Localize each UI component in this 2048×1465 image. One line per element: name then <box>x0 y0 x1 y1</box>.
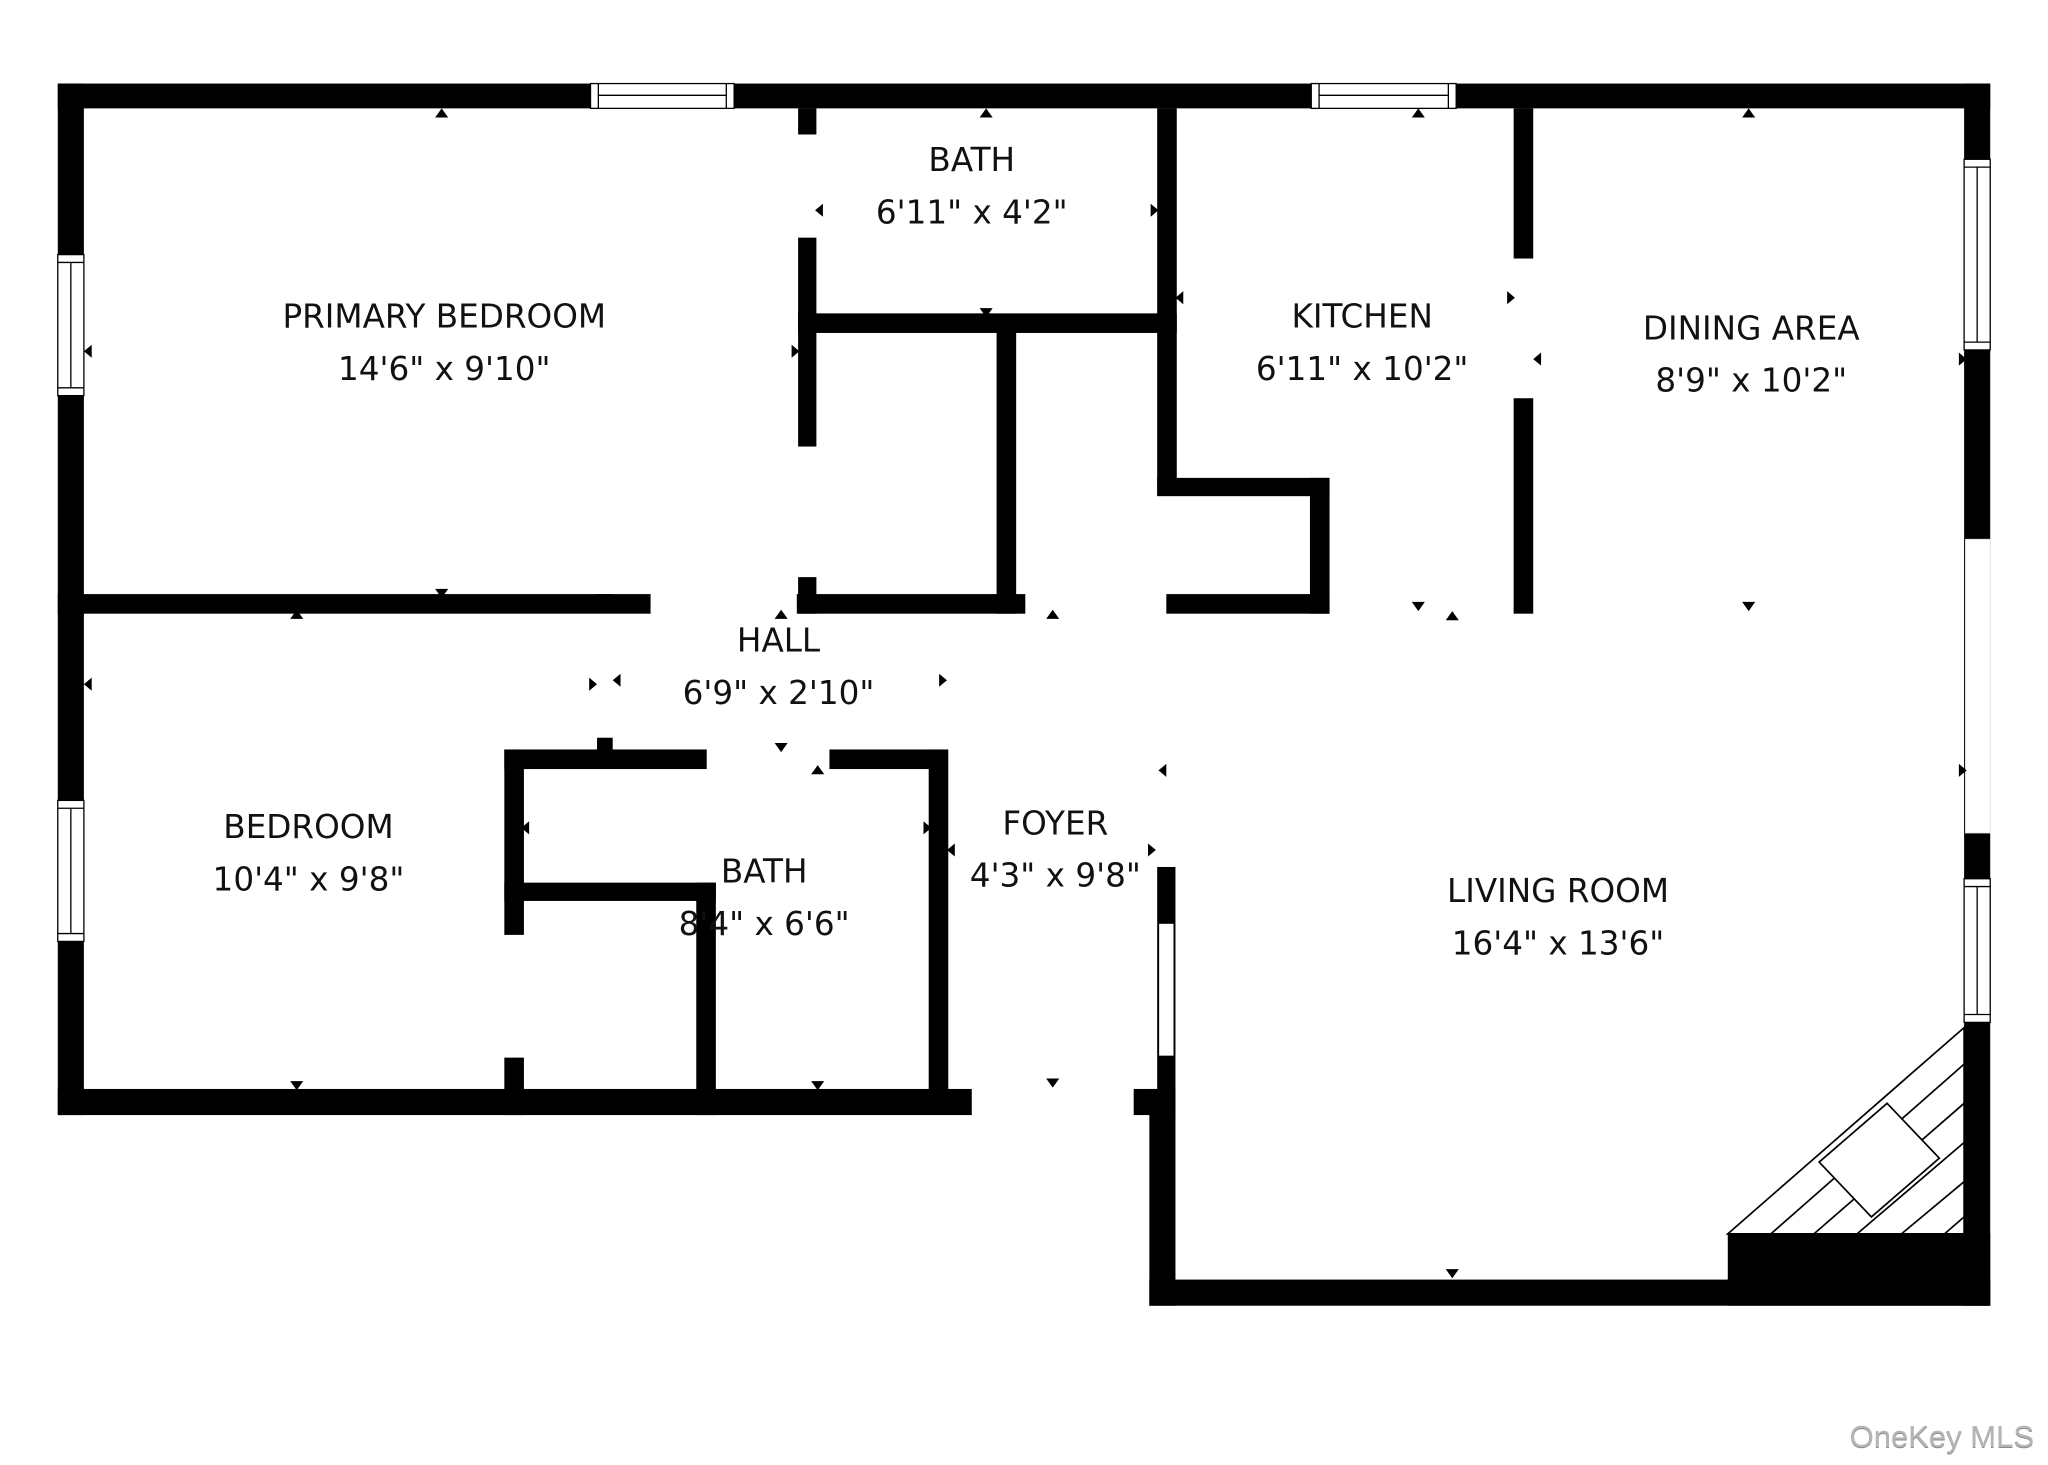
room-dimensions: 6'11" x 4'2" <box>876 193 1068 231</box>
room-dimensions: 16'4" x 13'6" <box>1452 924 1665 962</box>
walls <box>57 83 1991 1306</box>
room-name: KITCHEN <box>1291 298 1432 336</box>
room-name: FOYER <box>1002 804 1108 842</box>
room-primary-bedroom: PRIMARY BEDROOM 14'6" x 9'10" <box>282 298 606 388</box>
window-icon <box>589 82 735 110</box>
room-dimensions: 10'4" x 9'8" <box>213 860 405 898</box>
room-dimensions: 6'9" x 2'10" <box>683 674 875 712</box>
window-icon <box>1310 82 1457 110</box>
room-dimensions: 6'11" x 10'2" <box>1256 350 1469 388</box>
stairs-icon <box>1725 1025 1965 1235</box>
window-icon <box>57 253 85 397</box>
room-name: BATH <box>928 141 1015 179</box>
room-bedroom: BEDROOM 10'4" x 9'8" <box>213 808 405 898</box>
room-name: BATH <box>721 853 808 891</box>
room-dimensions: 14'6" x 9'10" <box>338 350 551 388</box>
room-name: DINING AREA <box>1643 309 1860 347</box>
room-name: PRIMARY BEDROOM <box>282 298 606 336</box>
room-dimensions: 8'4" x 6'6" <box>679 905 850 943</box>
room-bath-lower: BATH 8'4" x 6'6" <box>679 853 850 943</box>
room-dimensions: 4'3" x 9'8" <box>970 857 1141 895</box>
door-opening <box>1965 538 1991 834</box>
window-icon <box>1157 922 1175 1057</box>
room-dimensions: 8'9" x 10'2" <box>1655 362 1847 400</box>
room-hall: HALL 6'9" x 2'10" <box>683 622 875 712</box>
room-kitchen: KITCHEN 6'11" x 10'2" <box>1256 298 1469 388</box>
window-icon <box>1963 878 1991 1024</box>
room-bath-upper: BATH 6'11" x 4'2" <box>876 141 1068 231</box>
windows <box>57 82 1991 1057</box>
room-name: HALL <box>737 622 820 660</box>
triangle-marker-icon <box>83 108 1967 1279</box>
room-foyer: FOYER 4'3" x 9'8" <box>970 804 1141 894</box>
room-dining-area: DINING AREA 8'9" x 10'2" <box>1643 309 1860 399</box>
room-name: LIVING ROOM <box>1447 872 1669 910</box>
window-icon <box>57 799 85 943</box>
window-icon <box>1963 158 1991 351</box>
room-living-room: LIVING ROOM 16'4" x 13'6" <box>1447 872 1669 962</box>
room-name: BEDROOM <box>223 808 393 846</box>
watermark: OneKey MLS <box>1849 1419 2034 1454</box>
